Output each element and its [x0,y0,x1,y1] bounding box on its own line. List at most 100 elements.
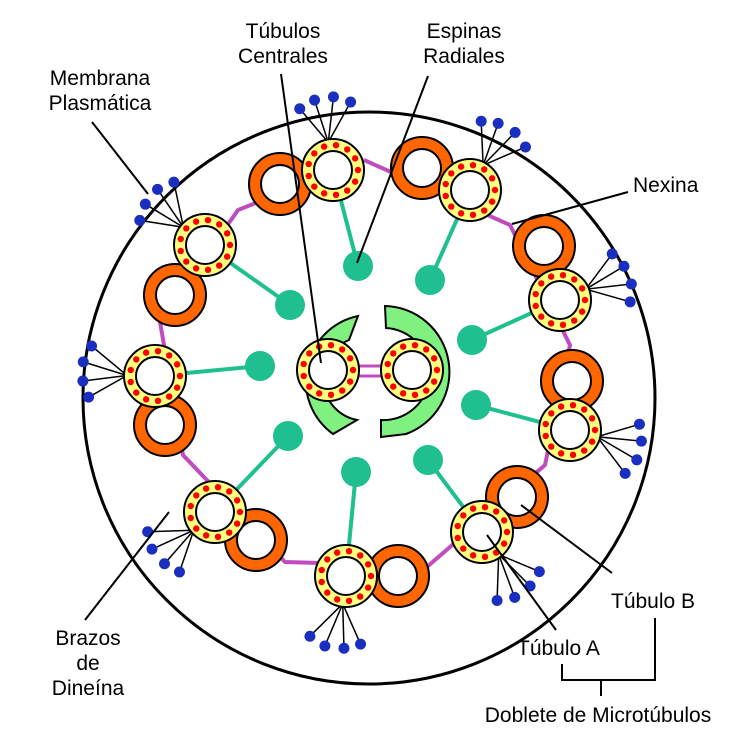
protofilament-dot [216,262,223,269]
label-tubule-a: Túbulo A [517,637,600,660]
protofilament-dot [320,143,328,150]
label-membrane-line1: Membrana [50,67,151,90]
protofilament-dot [384,372,391,380]
label-radial-spokes-line2: Radiales [423,45,505,68]
dynein-arm-stalk [342,603,362,645]
protofilament-dot [226,488,233,495]
protofilament-dot [127,378,134,386]
dynein-arm-stalk [585,288,631,303]
protofilament-dot [390,350,397,357]
protofilament-dot [557,450,565,457]
dynein-arm-head [86,340,98,352]
protofilament-dot [581,447,588,454]
protofilament-dot [557,403,565,410]
dynein-arm-stalk [482,123,499,166]
radial-spoke-head [343,251,373,281]
protofilament-dot [306,383,313,390]
protofilament-dot [481,166,488,173]
tubule-lumen [392,350,432,390]
label-doublet: Doblete de Microtúbulos [485,704,711,727]
central-tubules [296,338,444,402]
protofilament-dot [542,420,549,428]
protofilament-dot [351,178,359,185]
microtubule-doublet [512,214,637,332]
protofilament-dot [142,396,150,403]
protofilament-dot [578,285,586,292]
protofilament-dot [324,589,331,596]
protofilament-dot [542,432,549,440]
tubule-lumen [450,170,490,210]
protofilament-dot [187,514,194,522]
protofilament-dot [547,320,555,327]
dynein-arm-head [304,630,316,642]
protofilament-dot [469,211,477,219]
protofilament-dot [581,406,588,413]
leader-central-tubules [280,73,322,364]
protofilament-dot [142,349,150,356]
leader-tubule-b [520,504,613,574]
protofilament-dot [488,198,496,205]
dynein-arm-head [327,91,339,103]
protofilament-dot [454,522,461,530]
dynein-arm-head [524,580,536,592]
protofilament-dot [538,313,545,320]
protofilament-dot [367,572,375,580]
tubule-lumen [308,350,348,390]
protofilament-dot [588,415,596,422]
dynein-arm-stalk [163,529,195,565]
dynein-arm-head [491,595,503,607]
protofilament-dot [503,528,511,536]
protofilament-dot [216,221,223,228]
protofilament-dot [154,397,162,405]
label-tubule-b: Túbulo B [611,590,695,613]
protofilament-dot [346,355,354,362]
tubule-lumen [550,410,590,450]
protofilament-dot [332,191,340,199]
protofilament-dot [559,271,567,279]
protofilament-dot [344,187,351,194]
protofilament-dot [357,593,364,600]
dynein-arm-head [345,96,357,108]
protofilament-dot [339,346,346,353]
tubule-lumen [145,405,185,445]
protofilament-dot [384,360,391,368]
protofilament-dot [491,186,499,194]
leader-nexin [511,191,629,225]
dynein-arm-head [338,642,350,654]
dynein-arm-head [319,640,331,652]
tubule-lumen [155,275,195,315]
protofilament-dot [493,508,500,515]
protofilament-dot [183,225,190,232]
protofilament-dot [454,534,461,542]
dynein-arm-head [294,103,306,115]
leader-radial-spokes [356,75,429,264]
protofilament-dot [305,172,312,180]
dynein-arm-head [83,391,95,403]
dynein-arm-stalk [151,529,195,550]
dynein-arm-stalk [144,203,184,228]
dynein-arm-head [492,117,504,129]
tubule-lumen [402,148,442,188]
microtubule-doublet [450,465,549,607]
protofilament-dot [324,556,331,563]
protofilament-dot [588,438,596,445]
tubule-lumen [524,226,564,266]
tubule-lumen [236,520,276,560]
radial-spoke-head [457,325,487,355]
protofilament-dot [223,253,231,260]
dynein-arm-stalk [82,374,128,382]
dynein-arm-stalk [341,603,345,649]
protofilament-dot [332,141,340,149]
protofilament-dot [423,387,430,394]
protofilament-dot [457,163,465,170]
dynein-arm-head [139,198,151,210]
protofilament-dot [469,505,477,512]
protofilament-dot [202,485,210,492]
dynein-arm-stalk [327,96,335,143]
protofilament-dot [364,584,372,591]
tubule-lumen [497,477,537,517]
protofilament-dot [226,529,233,536]
protofilament-dot [591,426,599,434]
protofilament-dot [133,356,140,363]
protofilament-dot [532,302,539,310]
